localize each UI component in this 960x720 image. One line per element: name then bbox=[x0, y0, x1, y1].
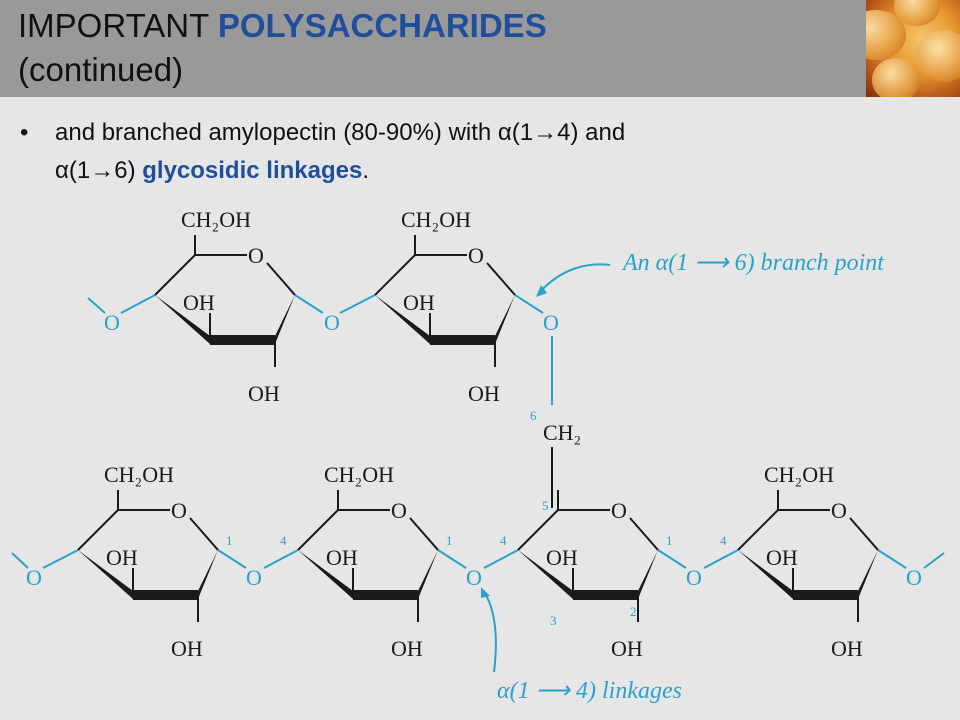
branch-arrow bbox=[539, 263, 611, 293]
glucose-ring-bottom-4: CH₂OH O OH OH bbox=[737, 462, 879, 661]
glucose-ring-bottom-2: CH₂OH O OH OH bbox=[297, 462, 439, 661]
linkage-arrow bbox=[483, 591, 497, 673]
linkage-oxygen: O bbox=[246, 565, 262, 590]
ring-oxygen: O bbox=[611, 498, 627, 523]
bullet-text-c: (1→6) bbox=[68, 157, 143, 184]
oh-label: OH bbox=[403, 290, 435, 315]
oh-label: OH bbox=[391, 636, 423, 661]
position-1: 1 bbox=[666, 533, 673, 548]
linkages-label: α(1 ⟶ 4) linkages bbox=[497, 678, 682, 704]
bullet-text-b: (1→4) and bbox=[511, 119, 626, 146]
ch2-label: CH₂ bbox=[543, 420, 581, 445]
position-4: 4 bbox=[500, 533, 507, 548]
ring-oxygen: O bbox=[391, 498, 407, 523]
amylopectin-structure-diagram: CH₂OH O OH OH CH₂OH O OH OH O O O 6 CH₂ … bbox=[11, 207, 945, 704]
bullet-text-a: and branched amylopectin (80-90%) with bbox=[55, 119, 498, 146]
ring-oxygen: O bbox=[171, 498, 187, 523]
position-3: 3 bbox=[550, 613, 557, 628]
oh-label: OH bbox=[171, 636, 203, 661]
position-4: 4 bbox=[280, 533, 287, 548]
glucose-ring-top-1: CH₂OH O OH OH bbox=[154, 207, 296, 406]
glucose-ring-top-2: CH₂OH O OH OH bbox=[374, 207, 516, 406]
oh-label: OH bbox=[248, 381, 280, 406]
linkage-oxygen: O bbox=[104, 310, 120, 335]
top-linkages: O O O 6 CH₂ bbox=[87, 294, 581, 508]
ring-oxygen: O bbox=[831, 498, 847, 523]
position-6: 6 bbox=[530, 408, 537, 423]
alpha-symbol-2: α bbox=[55, 157, 69, 184]
oh-label: OH bbox=[546, 545, 578, 570]
oh-label: OH bbox=[106, 545, 138, 570]
pills-image bbox=[866, 0, 960, 97]
slide-title: IMPORTANT POLYSACCHARIDES (continued) bbox=[18, 4, 858, 92]
glucose-ring-bottom-3: O OH OH 5 3 2 bbox=[517, 489, 659, 661]
alpha-symbol-1: α bbox=[497, 119, 512, 146]
ring-oxygen: O bbox=[468, 243, 484, 268]
ring-oxygen: O bbox=[248, 243, 264, 268]
branch-oxygen: O bbox=[543, 310, 559, 335]
oh-label: OH bbox=[468, 381, 500, 406]
ch2oh-label: CH₂OH bbox=[324, 462, 394, 487]
linkage-oxygen: O bbox=[26, 565, 42, 590]
branch-point-label: An α(1 ⟶ 6) branch point bbox=[621, 250, 885, 276]
linkage-oxygen: O bbox=[466, 565, 482, 590]
linkage-oxygen: O bbox=[324, 310, 340, 335]
oh-label: OH bbox=[831, 636, 863, 661]
bullet-dot: • bbox=[20, 119, 29, 146]
title-part2: (continued) bbox=[18, 51, 184, 88]
title-part1: IMPORTANT bbox=[18, 7, 218, 44]
bullet-text-d: . bbox=[362, 157, 369, 184]
position-1: 1 bbox=[226, 533, 233, 548]
ch2oh-label: CH₂OH bbox=[764, 462, 834, 487]
ch2oh-label: CH₂OH bbox=[181, 207, 251, 232]
ch2oh-label: CH₂OH bbox=[104, 462, 174, 487]
ch2oh-label: CH₂OH bbox=[401, 207, 471, 232]
bullet-text: and branched amylopectin (80-90%) with α… bbox=[55, 114, 895, 190]
title-bar: IMPORTANT POLYSACCHARIDES (continued) bbox=[0, 0, 960, 97]
linkage-oxygen: O bbox=[686, 565, 702, 590]
title-highlight: POLYSACCHARIDES bbox=[217, 7, 547, 44]
oh-label: OH bbox=[611, 636, 643, 661]
oh-label: OH bbox=[766, 545, 798, 570]
bottom-linkages: O 1 O 4 1 O 4 1 O 4 O bbox=[11, 533, 945, 590]
oh-label: OH bbox=[183, 290, 215, 315]
position-2: 2 bbox=[630, 604, 637, 619]
oh-label: OH bbox=[326, 545, 358, 570]
glycosidic-keyword: glycosidic linkages bbox=[142, 157, 363, 184]
position-5: 5 bbox=[542, 498, 549, 513]
glucose-ring-bottom-1: CH₂OH O OH OH bbox=[77, 462, 219, 661]
position-1: 1 bbox=[446, 533, 453, 548]
position-4: 4 bbox=[720, 533, 727, 548]
linkage-oxygen: O bbox=[906, 565, 922, 590]
